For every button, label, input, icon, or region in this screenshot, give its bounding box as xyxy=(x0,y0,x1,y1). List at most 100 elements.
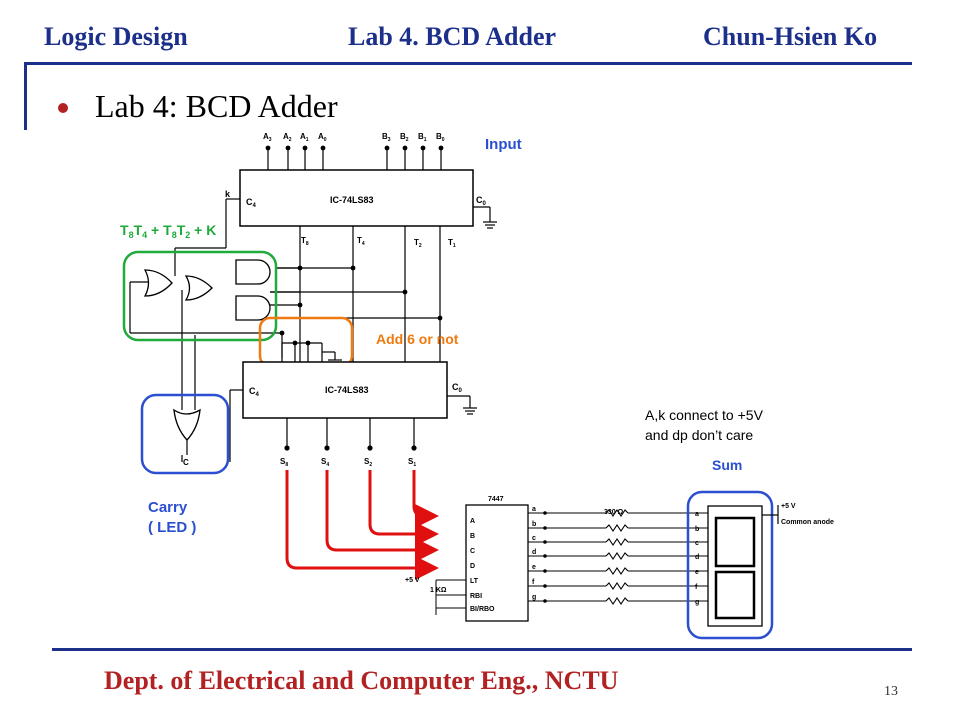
svg-text:T1: T1 xyxy=(448,238,456,249)
resistor xyxy=(605,582,629,590)
input-pin-dot xyxy=(265,145,271,151)
decoder-input-label: LT xyxy=(470,578,479,585)
vcc-label: +5 V xyxy=(405,577,420,584)
bottom-adder-name: IC-74LS83 xyxy=(325,385,369,395)
ground-symbol-top xyxy=(473,206,497,229)
pullup-label: 1 KΩ xyxy=(430,587,447,594)
resistor-label: 330 Ω xyxy=(604,509,624,516)
page-number: 13 xyxy=(884,684,898,699)
header-lab-title: Lab 4. BCD Adder xyxy=(348,22,557,51)
input-label: Input xyxy=(485,136,522,153)
decoder-output-label: a xyxy=(532,506,536,513)
decoder-input-label: A xyxy=(470,518,475,525)
note-line-1: A,k connect to +5V xyxy=(645,407,764,423)
header-course-title: Logic Design xyxy=(44,22,188,51)
decoder-output-label: g xyxy=(532,594,536,601)
decoder-input-label: B xyxy=(470,533,475,540)
display-segment-label: b xyxy=(695,526,699,533)
sum-label: Sum xyxy=(712,457,742,473)
input-pin-dot xyxy=(420,145,426,151)
top-adder-output-pins: T8 T4 T2 T1 xyxy=(301,236,456,249)
input-pin-label: B1 xyxy=(418,132,427,143)
sum-display-highlight xyxy=(686,490,774,640)
display-segment-label: a xyxy=(695,511,699,518)
header-rule xyxy=(24,62,912,65)
svg-text:T8: T8 xyxy=(301,236,309,247)
top-adder-carry-out: C0 xyxy=(476,195,487,207)
note-line-2: and dp don’t care xyxy=(645,427,753,443)
sum-pin-dots xyxy=(284,445,417,451)
top-adder-carry-in: C4 xyxy=(246,197,257,209)
resistor-bank xyxy=(528,509,708,605)
svg-text:S4: S4 xyxy=(321,457,329,468)
decoder-output-label: d xyxy=(532,549,536,556)
carry-gate-output: C xyxy=(183,458,189,467)
decoder-output-label: e xyxy=(532,564,536,571)
k-label: k xyxy=(225,189,231,199)
display-segment-label: g xyxy=(695,599,699,606)
carry-led-highlight xyxy=(140,393,230,475)
add6-label: Add 6 or not xyxy=(376,331,459,347)
ground-symbol-bottom xyxy=(447,395,477,415)
decoder-input-label: D xyxy=(470,563,475,570)
display-pins: a bcd e f g xyxy=(695,511,699,606)
display-segment-label: d xyxy=(695,554,699,561)
svg-text:T4: T4 xyxy=(357,236,365,247)
bottom-adder-carry-out: C0 xyxy=(452,382,463,394)
svg-text:S1: S1 xyxy=(408,457,416,468)
logic-gates xyxy=(143,259,271,441)
common-anode-label: Common anode xyxy=(781,519,834,526)
top-adder-ic: IC-74LS83 C4 C0 xyxy=(239,169,487,227)
input-pin-dot xyxy=(320,145,326,151)
resistor xyxy=(605,597,629,605)
decoder-output-label: b xyxy=(532,521,536,528)
sum-pin-labels: S8 S4 S2 S1 xyxy=(280,457,416,468)
display-segment-label: e xyxy=(695,569,699,576)
svg-text:S2: S2 xyxy=(364,457,372,468)
bullet-icon xyxy=(58,103,68,113)
input-pin-label: A3 xyxy=(263,132,272,143)
display-vcc-label: +5 V xyxy=(781,503,796,510)
carry-logic-highlight xyxy=(122,250,278,342)
input-pin-dot xyxy=(438,145,444,151)
svg-text:S8: S8 xyxy=(280,457,288,468)
decoder-input-label: BI/RBO xyxy=(470,606,495,613)
input-pin-label: A2 xyxy=(283,132,292,143)
bottom-wiring xyxy=(229,389,415,462)
footer-rule xyxy=(52,648,912,651)
input-pin-label: A1 xyxy=(300,132,309,143)
decoder-input-label: RBI xyxy=(470,593,482,600)
resistor xyxy=(605,524,629,532)
display-segment-label: f xyxy=(695,584,698,591)
input-pin-dot xyxy=(402,145,408,151)
input-pin-label: B3 xyxy=(382,132,391,143)
bottom-adder-carry-in: C4 xyxy=(249,386,260,398)
top-adder-name: IC-74LS83 xyxy=(330,195,374,205)
input-pin-label: B2 xyxy=(400,132,409,143)
seven-segment-display xyxy=(707,505,763,627)
decoder-7447: 7447 xyxy=(465,496,529,622)
junction-dots xyxy=(279,265,443,346)
slide-title: Lab 4: BCD Adder xyxy=(95,88,338,124)
bottom-adder-ic: IC-74LS83 C4 C0 xyxy=(242,361,463,419)
resistor xyxy=(605,538,629,546)
svg-text:T2: T2 xyxy=(414,238,422,249)
input-pin-dot xyxy=(285,145,291,151)
input-pin-dot xyxy=(302,145,308,151)
sum-to-decoder-arrows xyxy=(285,470,439,580)
resistor xyxy=(605,509,629,517)
carry-formula-label: T8T4 + T8T2 + K xyxy=(120,222,216,240)
display-segment-label: c xyxy=(695,540,699,547)
header-side-rule xyxy=(24,62,27,130)
resistor xyxy=(605,552,629,560)
resistor xyxy=(605,567,629,575)
decoder-output-label: f xyxy=(532,579,535,586)
wiring xyxy=(129,226,441,462)
decoder-output-label: c xyxy=(532,535,536,542)
input-pin-label: A0 xyxy=(318,132,327,143)
footer-department: Dept. of Electrical and Computer Eng., N… xyxy=(104,666,619,695)
carry-led-label: ( LED ) xyxy=(148,519,196,536)
decoder-name: 7447 xyxy=(488,496,504,503)
